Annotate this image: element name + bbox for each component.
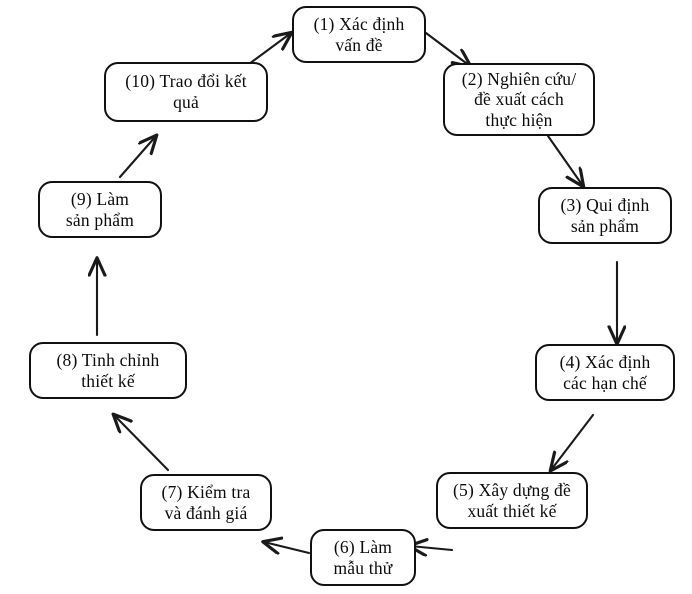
edge-2-3 xyxy=(546,134,583,186)
node-7[interactable]: (7) Kiểm tra và đánh giá xyxy=(140,474,272,531)
node-2-label: (2) Nghiên cứu/ đề xuất cách thực hiện xyxy=(461,68,577,130)
node-7-label: (7) Kiểm tra và đánh giá xyxy=(161,481,251,523)
node-8[interactable]: (8) Tinh chỉnh thiết kế xyxy=(29,342,187,399)
edge-1-2 xyxy=(424,31,470,66)
node-10-label: (10) Trao đổi kết quả xyxy=(125,71,247,112)
edge-7-8 xyxy=(114,415,170,472)
node-1[interactable]: (1) Xác định vấn đề xyxy=(292,6,426,63)
edge-9-10 xyxy=(118,136,156,179)
node-1-label: (1) Xác định vấn đề xyxy=(313,13,405,55)
node-4[interactable]: (4) Xác định các hạn chế xyxy=(535,344,675,401)
node-3-label: (3) Qui định sản phẩm xyxy=(560,194,650,236)
node-6-label: (6) Làm mẫu thử xyxy=(333,536,393,578)
edge-4-5 xyxy=(551,413,595,470)
node-4-label: (4) Xác định các hạn chế xyxy=(559,351,651,393)
node-5[interactable]: (5) Xây dựng đề xuất thiết kế xyxy=(436,472,588,529)
node-5-label: (5) Xây dựng đề xuất thiết kế xyxy=(453,479,571,521)
node-6[interactable]: (6) Làm mẫu thử xyxy=(310,529,416,586)
edge-10-1 xyxy=(247,33,291,66)
node-9-label: (9) Làm sản phẩm xyxy=(65,188,135,230)
node-8-label: (8) Tinh chỉnh thiết kế xyxy=(56,349,160,391)
node-3[interactable]: (3) Qui định sản phẩm xyxy=(538,187,672,244)
node-10[interactable]: (10) Trao đổi kết quả xyxy=(104,62,268,122)
node-2[interactable]: (2) Nghiên cứu/ đề xuất cách thực hiện xyxy=(443,63,595,136)
node-9[interactable]: (9) Làm sản phẩm xyxy=(38,181,162,238)
edge-6-7 xyxy=(264,542,311,553)
edge-5-6 xyxy=(410,546,454,550)
